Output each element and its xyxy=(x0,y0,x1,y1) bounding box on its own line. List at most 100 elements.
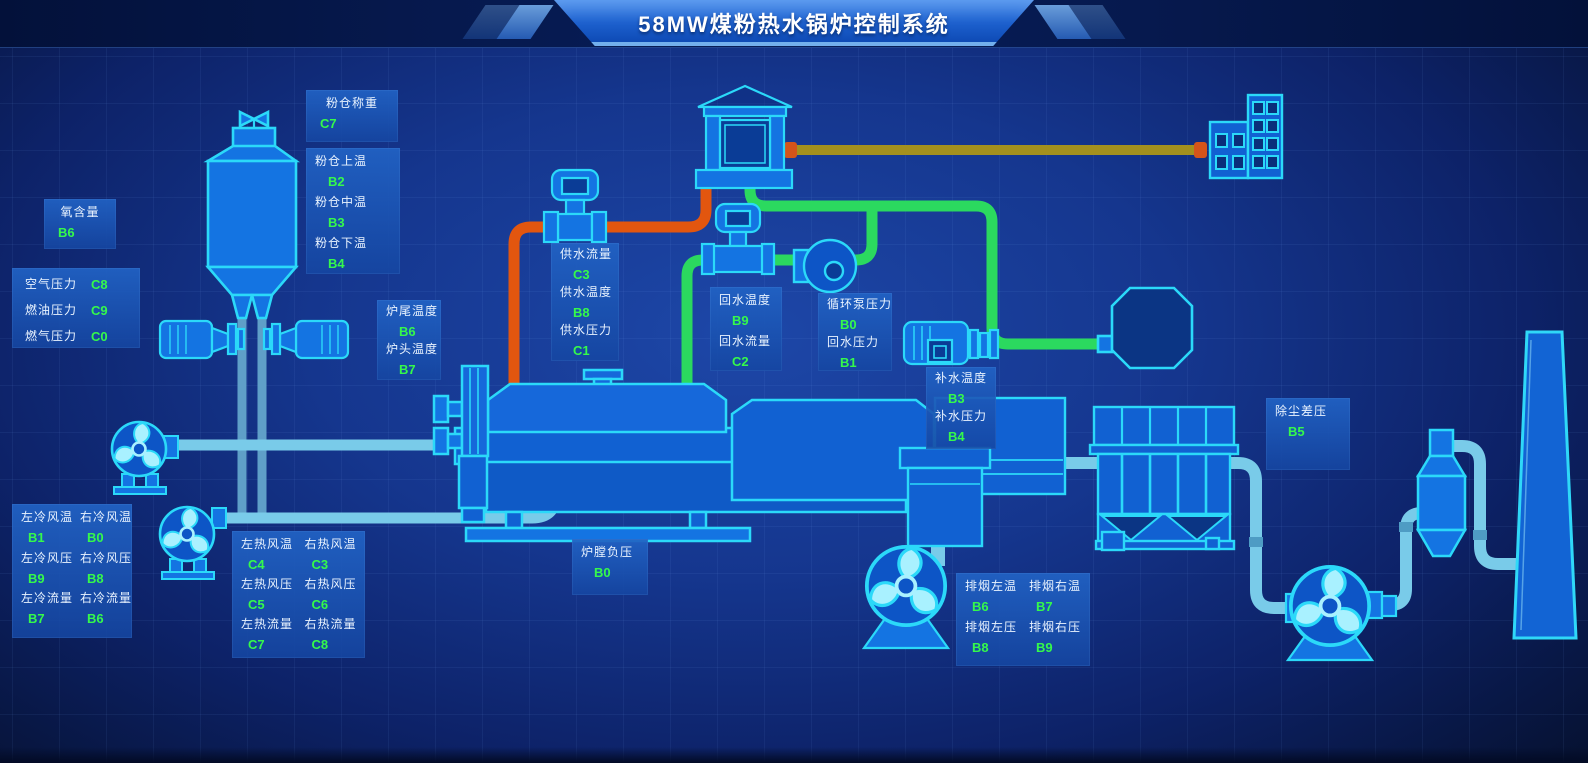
feeder-motor-right xyxy=(262,319,350,360)
param-value: B3 xyxy=(948,391,965,406)
param-label: 补水温度 xyxy=(935,371,988,385)
param-value: C8 xyxy=(91,276,108,292)
param-value: B7 xyxy=(28,611,45,627)
param-label: 左冷流量 xyxy=(21,591,74,606)
bag-dust-collector xyxy=(1088,405,1240,552)
heat-user-supply-pipe xyxy=(784,142,1207,158)
param-value: B0 xyxy=(840,317,857,332)
circulation-pump xyxy=(792,238,858,294)
supply-flow-meter xyxy=(542,168,608,244)
param-label: 右冷流量 xyxy=(80,591,132,606)
param-value: B7 xyxy=(399,362,416,377)
param-value: B5 xyxy=(1288,424,1305,439)
param-label: 炉尾温度 xyxy=(386,304,439,318)
param-label: 排烟右温 xyxy=(1029,579,1082,593)
flue-gas-ducts xyxy=(931,440,1522,614)
duct-joint-sleeves xyxy=(1249,522,1487,547)
param-label: 右冷风温 xyxy=(80,510,132,524)
param-value: B1 xyxy=(840,355,857,370)
cold-air-fan-lower xyxy=(157,505,227,580)
hot-supply-pipe xyxy=(508,184,712,392)
param-label: 除尘差压 xyxy=(1275,404,1328,418)
param-value: C5 xyxy=(248,597,265,612)
param-pair: 补水温度 B3 xyxy=(930,371,992,406)
title-bar: 58MW煤粉热水锅炉控制系统 xyxy=(0,0,1588,48)
param-value: B4 xyxy=(328,256,345,271)
param-value: B7 xyxy=(1036,599,1053,614)
panel-dust-diff-pressure: 除尘差压 B5 xyxy=(1266,398,1350,470)
param-value: C7 xyxy=(248,637,265,652)
param-value: B2 xyxy=(328,174,345,189)
param-label: 回水温度 xyxy=(719,293,772,307)
param-value: B6 xyxy=(87,611,104,627)
param-label: 左热风压 xyxy=(241,577,294,591)
param-pair: 炉头温度 B7 xyxy=(381,342,437,377)
param-pair: 左热风压 C5 xyxy=(236,577,298,612)
param-value: B6 xyxy=(58,225,75,240)
param-value: B0 xyxy=(87,530,104,545)
param-pair: 右冷流量 B6 xyxy=(75,591,132,627)
wet-scrubber-cyclone xyxy=(1415,428,1468,558)
param-pair: 右冷风压 B8 xyxy=(75,551,132,587)
param-label: 排烟左压 xyxy=(965,619,1018,634)
param-pair: 炉膛负压 B0 xyxy=(576,545,644,580)
return-flow-meter xyxy=(700,202,776,276)
param-label: 左热风温 xyxy=(241,537,294,551)
param-value: B9 xyxy=(1036,639,1053,655)
param-pair: 排烟左压 B8 xyxy=(960,620,1022,656)
param-pair: 右冷风温 B0 xyxy=(75,510,132,546)
induced-draft-fan xyxy=(1284,564,1398,662)
powder-silo xyxy=(203,109,301,320)
param-label: 供水压力 xyxy=(560,323,613,337)
param-value: C2 xyxy=(732,354,749,369)
param-value: B8 xyxy=(972,639,989,655)
param-value: B9 xyxy=(732,313,749,328)
param-value: B9 xyxy=(28,570,45,586)
param-label: 右冷风压 xyxy=(80,550,132,565)
param-label: 燃油压力 xyxy=(25,302,78,317)
param-pair: 粉仓下温 B4 xyxy=(310,236,396,271)
param-label: 炉膛负压 xyxy=(581,545,634,559)
header-divider xyxy=(0,47,1588,48)
param-label: 炉头温度 xyxy=(386,342,439,356)
title-banner: 58MW煤粉热水锅炉控制系统 xyxy=(554,0,1034,46)
param-value: B4 xyxy=(948,429,965,444)
param-value: C1 xyxy=(573,343,590,358)
param-value: B8 xyxy=(87,570,104,586)
water-tower xyxy=(694,84,794,190)
param-value: B0 xyxy=(594,565,611,580)
param-label: 粉仓称重 xyxy=(325,96,378,110)
param-value: B3 xyxy=(328,215,345,230)
param-label: 空气压力 xyxy=(25,276,78,291)
param-pair: 排烟右压 B9 xyxy=(1024,620,1086,656)
param-value: B6 xyxy=(972,599,989,614)
feeder-motor-left xyxy=(158,319,246,360)
param-value: B1 xyxy=(28,530,45,545)
param-label: 右热风温 xyxy=(304,537,357,551)
param-label: 粉仓下温 xyxy=(315,236,368,250)
param-label: 排烟右压 xyxy=(1029,619,1082,634)
panel-furnace-temps: 炉尾温度 B6 炉头温度 B7 xyxy=(377,300,441,380)
param-value: B6 xyxy=(399,324,416,339)
